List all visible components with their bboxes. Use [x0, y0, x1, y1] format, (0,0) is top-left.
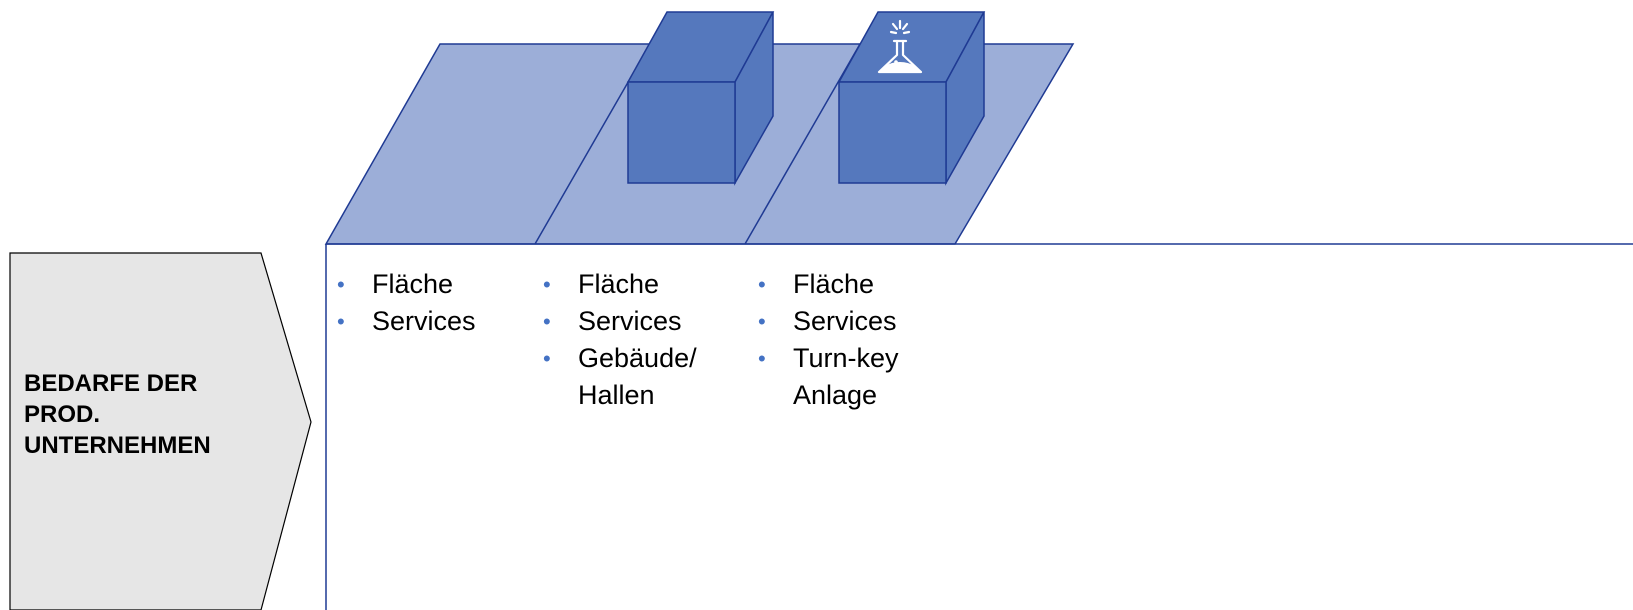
- flask-icon: [877, 19, 923, 74]
- column-1-list: Fläche Services: [337, 266, 476, 340]
- needs-label-line-2: PROD.: [24, 401, 101, 428]
- building-box-1: [626, 11, 775, 186]
- needs-label: BEDARFE DER PROD. UNTERNEHMEN: [24, 368, 274, 461]
- list-item: Turn-key Anlage: [758, 340, 899, 414]
- needs-label-line-3: UNTERNEHMEN: [24, 432, 211, 459]
- list-item: Fläche: [337, 266, 476, 303]
- building-box-2: [837, 11, 986, 186]
- list-item: Services: [337, 303, 476, 340]
- column-2-list: Fläche Services Gebäude/ Hallen: [543, 266, 697, 414]
- list-item: Fläche: [758, 266, 899, 303]
- list-item: Fläche: [543, 266, 697, 303]
- column-3-list: Fläche Services Turn-key Anlage: [758, 266, 899, 414]
- list-item: Services: [758, 303, 899, 340]
- needs-label-line-1: BEDARFE DER: [24, 370, 198, 397]
- list-item: Services: [543, 303, 697, 340]
- list-item: Gebäude/ Hallen: [543, 340, 697, 414]
- needs-arrow-shape: [9, 252, 312, 610]
